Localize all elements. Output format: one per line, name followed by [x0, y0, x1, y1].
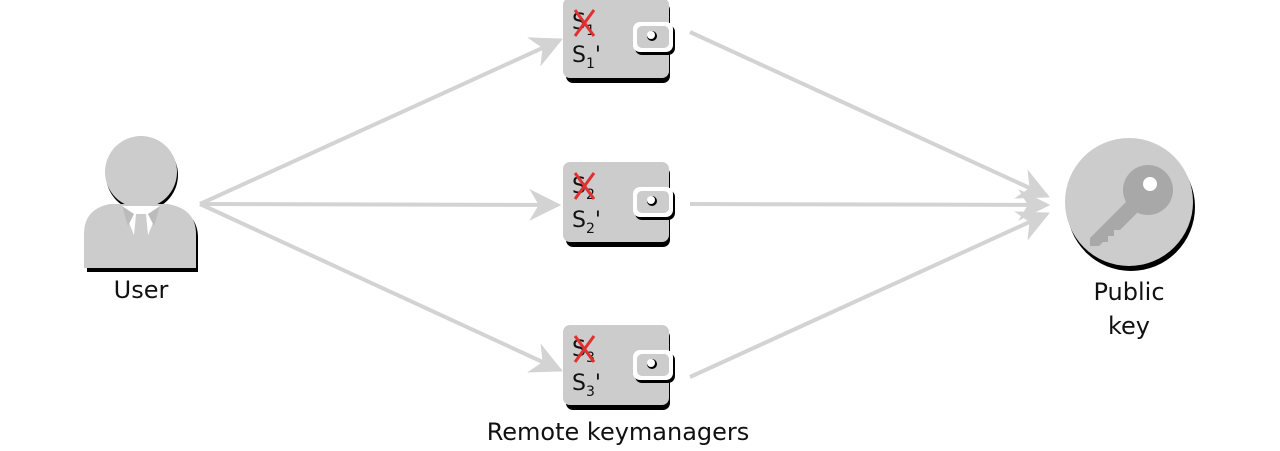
user-icon	[84, 136, 198, 272]
arrow-km3-to-key	[689, 211, 1050, 379]
arrow-user-to-km2	[199, 188, 562, 221]
cross-icon	[573, 9, 596, 37]
arrow-user-to-km1	[199, 37, 563, 206]
new-share-2: S2'	[572, 208, 601, 237]
keymanagers-caption: Remote keymanagers	[487, 418, 750, 446]
wallet-icon	[563, 0, 675, 83]
public-key-label-line1: Public	[1093, 278, 1164, 306]
cross-icon	[573, 335, 596, 363]
cross-icon	[573, 172, 596, 200]
arrow-km1-to-key	[689, 30, 1050, 199]
user-label: User	[114, 276, 169, 304]
public-key-label-line2: key	[1108, 312, 1150, 340]
keymanager-2: S2 S2'	[563, 162, 675, 247]
arrow-user-to-km3	[199, 202, 563, 373]
wallet-icon	[563, 162, 675, 247]
keymanager-1: S1 S1'	[563, 0, 675, 83]
key-icon	[1065, 138, 1195, 271]
arrow-km2-to-key	[689, 188, 1051, 221]
new-share-3: S3'	[572, 371, 601, 400]
wallet-icon	[563, 325, 675, 410]
new-share-1: S1'	[572, 43, 601, 72]
keymanager-3: S3 S3'	[563, 325, 675, 410]
